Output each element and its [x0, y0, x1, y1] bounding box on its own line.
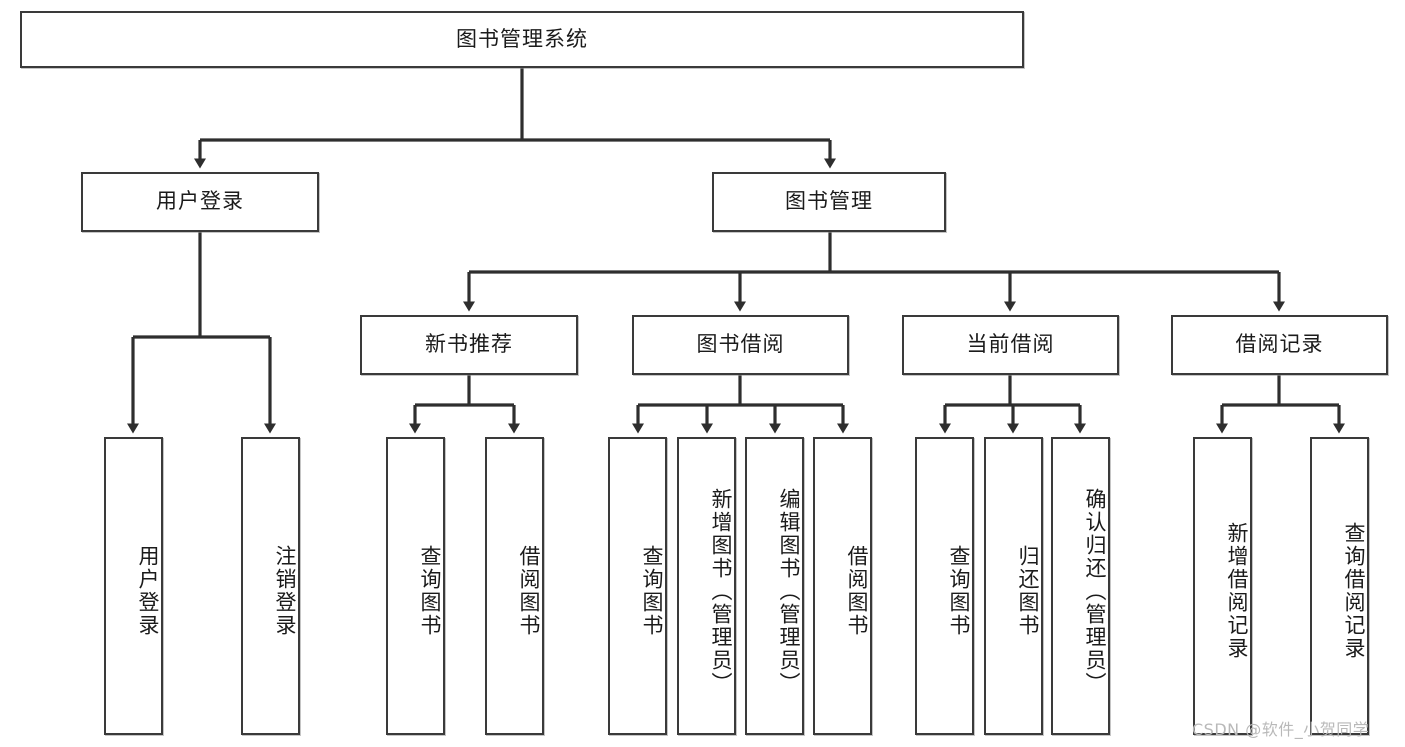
node-book-borrow[interactable]: 图书借阅 — [632, 315, 849, 375]
node-current-borrow[interactable]: 当前借阅 — [902, 315, 1119, 375]
leaf-record-add-record[interactable]: 新增借阅记录 — [1193, 437, 1252, 735]
node-root[interactable]: 图书管理系统 — [20, 11, 1024, 68]
node-user-login[interactable]: 用户登录 — [81, 172, 319, 232]
leaf-label: 查询图书 — [418, 545, 442, 637]
leaf-new-book-borrow-book[interactable]: 借阅图书 — [485, 437, 544, 735]
node-borrow-record-label: 借阅记录 — [1235, 332, 1324, 357]
leaf-borrow-edit-book-admin[interactable]: 编辑图书（管理员） — [745, 437, 804, 735]
csdn-watermark: CSDN @软件_小贺同学 — [1192, 720, 1370, 739]
node-root-label: 图书管理系统 — [456, 26, 588, 51]
leaf-borrow-query-book[interactable]: 查询图书 — [608, 437, 667, 735]
leaf-label: 注销登录 — [273, 545, 297, 637]
leaf-label: 查询借阅记录 — [1342, 522, 1366, 660]
leaf-user-login-login[interactable]: 用户登录 — [104, 437, 163, 735]
leaf-new-book-query-book[interactable]: 查询图书 — [386, 437, 445, 735]
node-user-login-label: 用户登录 — [156, 189, 244, 214]
leaf-current-confirm-return-admin[interactable]: 确认归还（管理员） — [1051, 437, 1110, 735]
leaf-label: 用户登录 — [136, 545, 160, 637]
leaf-borrow-add-book-admin[interactable]: 新增图书（管理员） — [677, 437, 736, 735]
leaf-record-query-record[interactable]: 查询借阅记录 — [1310, 437, 1369, 735]
leaf-label: 新增借阅记录 — [1225, 522, 1249, 660]
node-book-management-label: 图书管理 — [785, 189, 873, 214]
node-new-book-recommend-label: 新书推荐 — [425, 332, 513, 357]
leaf-label: 查询图书 — [640, 545, 664, 637]
leaf-label: 归还图书 — [1016, 545, 1040, 637]
leaf-label: 新增图书（管理员） — [709, 487, 733, 695]
leaf-label: 编辑图书（管理员） — [777, 487, 801, 695]
node-current-borrow-label: 当前借阅 — [966, 332, 1055, 357]
leaf-user-login-logout[interactable]: 注销登录 — [241, 437, 300, 735]
leaf-label: 查询图书 — [947, 545, 971, 637]
leaf-current-return-book[interactable]: 归还图书 — [984, 437, 1043, 735]
leaf-borrow-borrow-book[interactable]: 借阅图书 — [813, 437, 872, 735]
leaf-label: 确认归还（管理员） — [1083, 487, 1107, 695]
node-book-management[interactable]: 图书管理 — [712, 172, 946, 232]
node-borrow-record[interactable]: 借阅记录 — [1171, 315, 1388, 375]
node-book-borrow-label: 图书借阅 — [696, 332, 785, 357]
node-new-book-recommend[interactable]: 新书推荐 — [360, 315, 578, 375]
leaf-label: 借阅图书 — [517, 545, 541, 637]
leaf-current-query-book[interactable]: 查询图书 — [915, 437, 974, 735]
leaf-label: 借阅图书 — [845, 545, 869, 637]
